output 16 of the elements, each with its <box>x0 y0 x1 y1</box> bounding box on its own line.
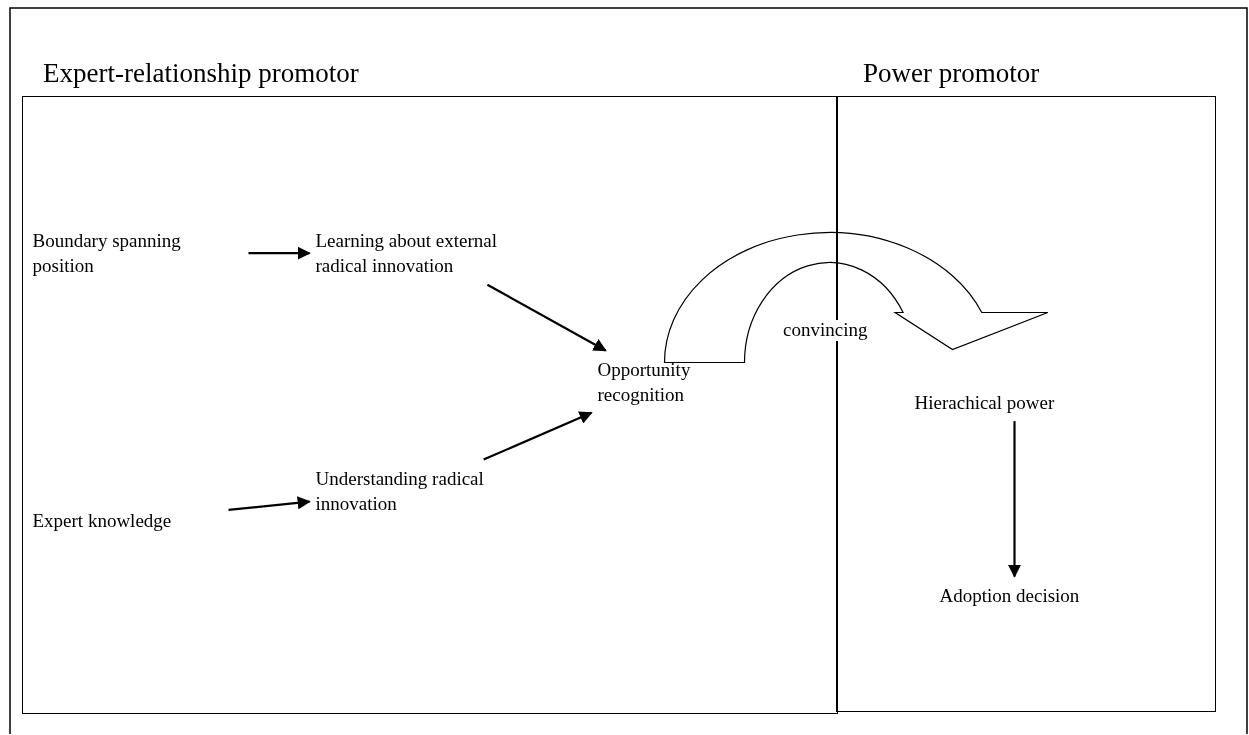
concept-text: Understanding radical innovation <box>315 466 485 517</box>
edge-label: convincing <box>783 320 868 341</box>
arrow <box>483 411 593 461</box>
panel-heading: Power promotor <box>863 59 1040 89</box>
panel-heading: Expert-relationship promotor <box>43 59 359 89</box>
concept-text: Opportunity recognition <box>597 357 692 408</box>
concept-text: Boundary spanning position <box>32 228 182 279</box>
arrow <box>1007 421 1022 578</box>
arrow <box>486 283 607 352</box>
arrow <box>228 496 311 511</box>
concept-text: Hierachical power <box>914 390 1056 415</box>
concept-text: Adoption decision <box>939 583 1081 608</box>
arrow <box>248 246 311 260</box>
concept-text: Learning about external radical innovation <box>315 228 498 279</box>
curved-block-arrow <box>663 232 1049 364</box>
concept-text: Expert knowledge <box>32 508 173 533</box>
